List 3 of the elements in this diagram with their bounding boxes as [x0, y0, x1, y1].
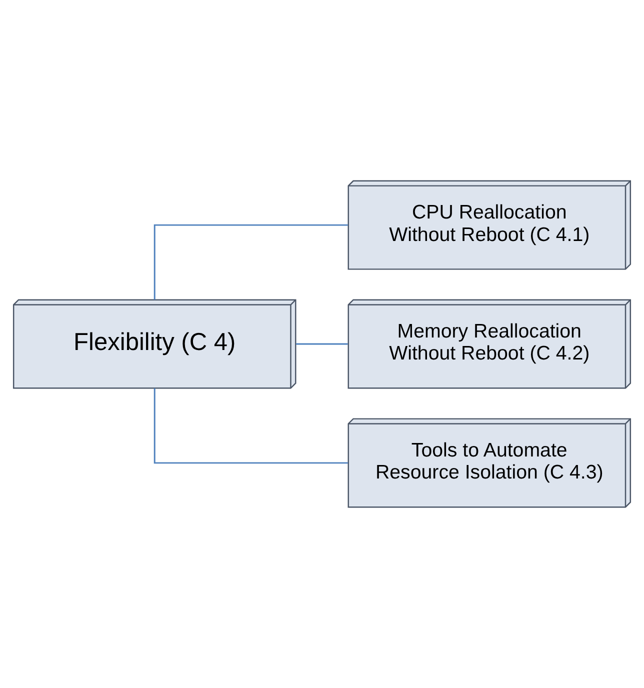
- connector: [154, 224, 348, 300]
- connector: [154, 388, 348, 464]
- connector: [296, 343, 348, 345]
